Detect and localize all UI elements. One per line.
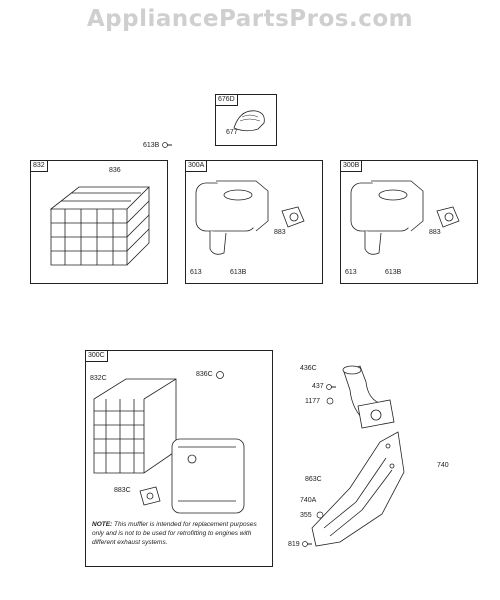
label-1177: 1177 <box>305 398 321 405</box>
label-832c: 832C <box>90 375 107 382</box>
label-819: 819 <box>288 541 300 548</box>
box-300c: 300C 832C 836C 883C <box>85 350 273 567</box>
box-676d: 676D 677 <box>215 94 277 146</box>
label-613-a: 613 <box>190 269 202 276</box>
washer-355-icon <box>316 511 324 519</box>
screw-437-icon <box>326 384 336 390</box>
washer-1177-icon <box>326 397 334 405</box>
box-label-300c: 300C <box>86 351 108 362</box>
box-label-832: 832 <box>31 161 48 172</box>
label-863c: 863C <box>305 476 322 483</box>
screw-613b-top-icon <box>162 142 172 148</box>
label-355: 355 <box>300 512 312 519</box>
label-883-b: 883 <box>429 229 441 236</box>
box-label-300a: 300A <box>186 161 208 172</box>
label-677: 677 <box>226 129 238 136</box>
note-body: This muffler is intended for replacement… <box>92 521 257 546</box>
label-836c: 836C <box>196 371 213 378</box>
muffler-300a-drawing <box>195 180 305 255</box>
note-prefix: NOTE: <box>92 521 113 528</box>
note-text: NOTE: This muffler is intended for repla… <box>92 520 264 547</box>
label-613-b: 613 <box>345 269 357 276</box>
label-436c: 436C <box>300 365 317 372</box>
label-836: 836 <box>109 167 121 174</box>
deflector-676d-drawing <box>233 110 265 132</box>
label-740a: 740A <box>300 497 317 504</box>
label-613b-top: 613B <box>143 142 160 149</box>
box-label-300b: 300B <box>341 161 363 172</box>
label-613b-a: 613B <box>230 269 247 276</box>
muffler-300c-assembly-drawing <box>93 371 245 514</box>
box-832: 832 836 <box>30 160 168 284</box>
label-883c: 883C <box>114 487 131 494</box>
label-740: 740 <box>437 462 449 469</box>
box-label-676d: 676D <box>216 95 238 106</box>
muffler-300b-drawing <box>350 180 460 255</box>
box-300a: 300A 883 613 613B <box>185 160 323 284</box>
screw-819-icon <box>302 541 312 547</box>
label-613b-b: 613B <box>385 269 402 276</box>
label-437: 437 <box>312 383 324 390</box>
heat-shield-863c-drawing <box>311 431 405 547</box>
muffler-guard-832-drawing <box>49 186 150 266</box>
watermark: AppliancePartsPros.com <box>86 6 414 32</box>
exhaust-elbow-436c-drawing <box>342 365 395 429</box>
label-883-a: 883 <box>274 229 286 236</box>
box-300b: 300B 883 613 613B <box>340 160 478 284</box>
